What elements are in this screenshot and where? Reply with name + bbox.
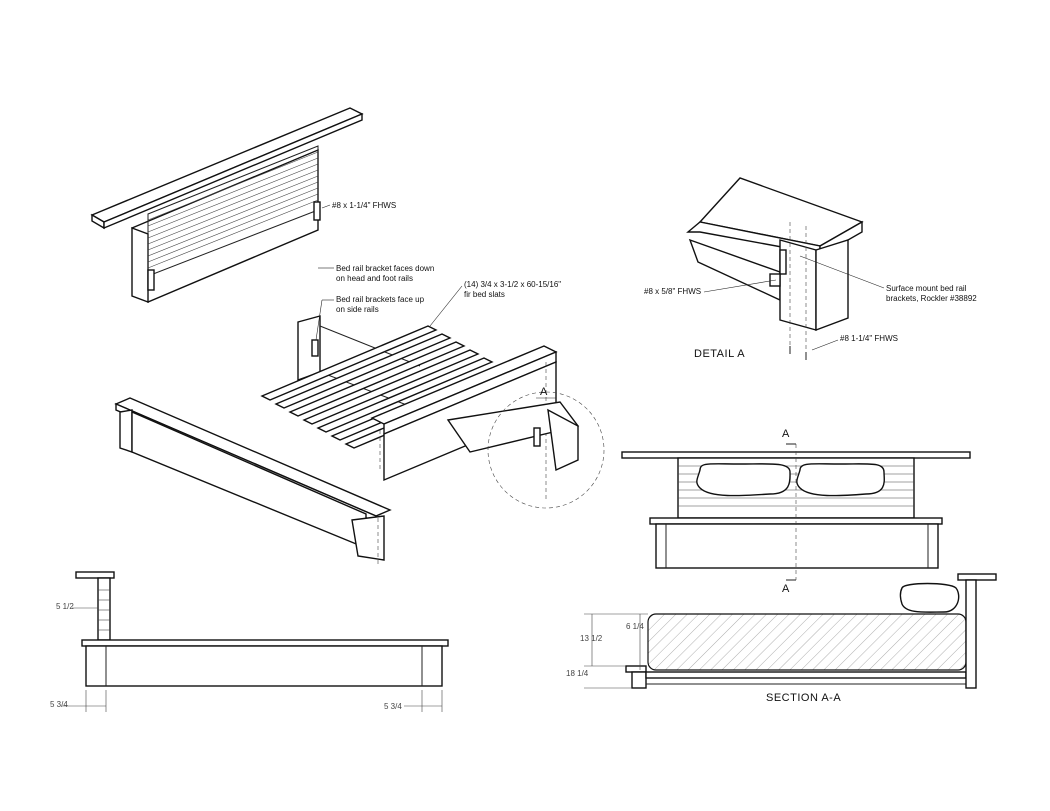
section-a-a-title: SECTION A-A — [766, 692, 842, 704]
detail-circle — [487, 391, 605, 509]
callout-bracket-down-line1: Bed rail bracket faces down — [336, 264, 435, 273]
headboard-front-elevation — [621, 443, 971, 581]
callout-detail-small-screw: #8 x 5/8" FHWS — [644, 287, 702, 296]
pillow-right — [796, 463, 885, 497]
pillow-left — [696, 463, 791, 497]
cut-mark-iso: A — [540, 386, 548, 398]
cut-mark-bottom: A — [782, 583, 790, 595]
bed-frame-isometric — [114, 267, 605, 566]
dimension-5-1-2: 5 1/2 — [56, 602, 74, 611]
callout-headboard-screw: #8 x 1-1/4" FHWS — [332, 201, 397, 210]
section-a-a-view — [584, 573, 997, 689]
callout-slats-line2: fir bed slats — [464, 290, 505, 299]
callout-bracket-down-line2: on head and foot rails — [336, 274, 413, 283]
dimension-13-1-2: 13 1/2 — [580, 634, 603, 643]
cut-mark-top: A — [782, 428, 790, 440]
callout-detail-large-screw: #8 1-1/4" FHWS — [840, 334, 898, 343]
dimension-6-1-4: 6 1/4 — [626, 622, 644, 631]
side-elevation — [62, 571, 449, 712]
callout-bracket-up-line2: on side rails — [336, 305, 379, 314]
callout-surface-bracket-line1: Surface mount bed rail — [886, 284, 967, 293]
headboard-isometric — [90, 107, 364, 304]
detail-a-view — [686, 177, 885, 360]
callout-slats-line1: (14) 3/4 x 3-1/2 x 60-15/16" — [464, 280, 562, 289]
callout-surface-bracket-line2: brackets, Rockler #38892 — [886, 294, 977, 303]
pillow-section — [899, 582, 960, 613]
detail-a-title: DETAIL A — [694, 348, 746, 360]
mattress-section — [647, 613, 967, 671]
dimension-18-1-4: 18 1/4 — [566, 669, 589, 678]
callout-bracket-up-line1: Bed rail brackets face up — [336, 295, 425, 304]
dimension-5-3-4-right: 5 3/4 — [384, 702, 402, 711]
dimension-5-3-4-left: 5 3/4 — [50, 700, 68, 709]
